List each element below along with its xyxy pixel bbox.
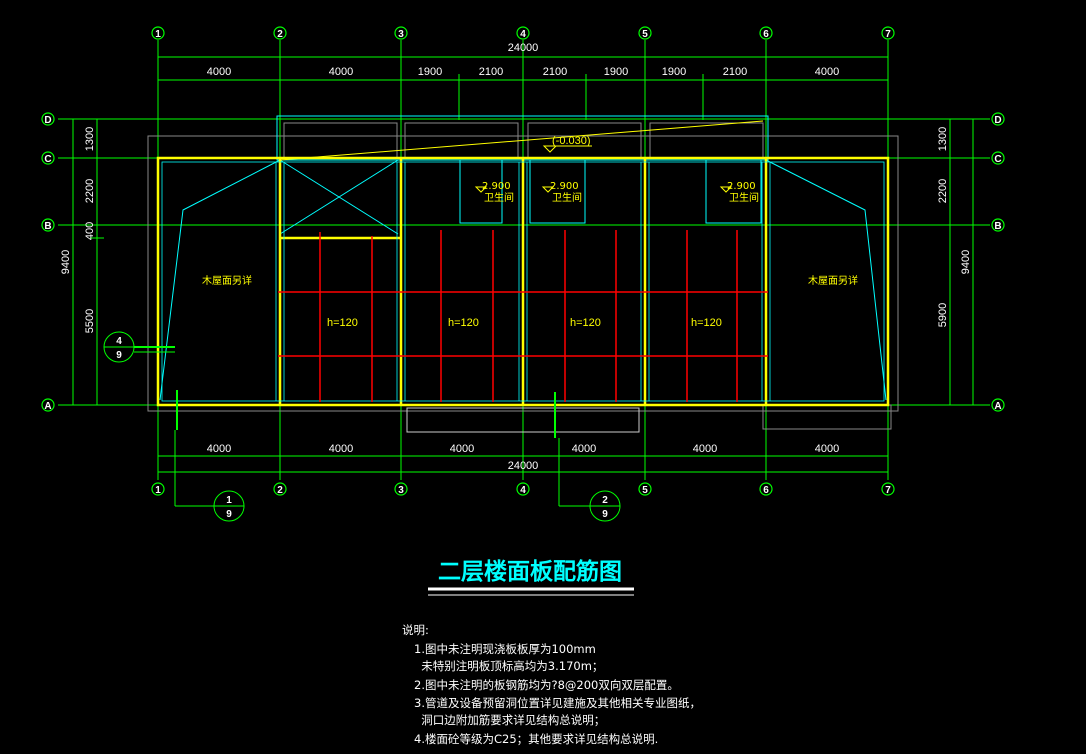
axis-label-left-C: C bbox=[44, 154, 51, 165]
top-dim-6: 1900 bbox=[604, 66, 628, 78]
right-dim-3: 5900 bbox=[937, 303, 949, 327]
left-dim-3: 400 bbox=[84, 222, 96, 240]
bathroom-elev-markers bbox=[474, 186, 733, 193]
axis-label-right-A: A bbox=[994, 401, 1001, 412]
axis-label-left-A: A bbox=[44, 401, 51, 412]
top-dim-3: 1900 bbox=[418, 66, 442, 78]
left-dim-2: 2200 bbox=[84, 179, 96, 203]
slope-line bbox=[279, 120, 764, 161]
axis-label-left-B: B bbox=[44, 221, 51, 232]
top-dim-5: 2100 bbox=[543, 66, 567, 78]
axis-label-right-B: B bbox=[994, 221, 1001, 232]
detail-3-number: 2 bbox=[602, 495, 608, 506]
note-line-2: 未特别注明板顶标高均为3.170m； bbox=[414, 659, 603, 673]
axis-label-bottom-7: 7 bbox=[885, 485, 891, 496]
notes-heading: 说明: bbox=[402, 623, 429, 637]
detail-1-sheet: 9 bbox=[116, 350, 122, 361]
bottom-dim-4: 4000 bbox=[572, 443, 596, 455]
bathroom-3-label: 卫生间 bbox=[729, 191, 759, 204]
slab-thickness-label-4: h=120 bbox=[691, 317, 722, 329]
axis-label-top-2: 2 bbox=[277, 29, 283, 40]
right-dim-1: 1300 bbox=[937, 127, 949, 151]
detail-1-number: 4 bbox=[116, 336, 122, 347]
note-line-3: 2.图中未注明的板钢筋均为?8@200双向双层配置。 bbox=[414, 678, 679, 692]
axis-label-bottom-1: 1 bbox=[155, 485, 161, 496]
walls bbox=[156, 156, 890, 407]
rebar-lines bbox=[278, 230, 768, 402]
top-total-dimension: 24000 bbox=[508, 42, 539, 54]
axis-label-top-7: 7 bbox=[885, 29, 891, 40]
axis-bubbles bbox=[41, 26, 1005, 496]
note-line-6: 4.楼面砼等级为C25；其他要求详见结构总说明. bbox=[414, 732, 658, 746]
roof-note-right: 木屋面另详 bbox=[808, 274, 858, 287]
axis-label-bottom-3: 3 bbox=[398, 485, 404, 496]
axis-label-bottom-2: 2 bbox=[277, 485, 283, 496]
axis-label-right-D: D bbox=[994, 115, 1001, 126]
slab-thickness-label-1: h=120 bbox=[327, 317, 358, 329]
axis-label-bottom-5: 5 bbox=[642, 485, 648, 496]
bottom-total-dimension: 24000 bbox=[508, 460, 539, 472]
axis-label-top-4: 4 bbox=[520, 29, 526, 40]
axis-label-top-1: 1 bbox=[155, 29, 161, 40]
axis-label-right-C: C bbox=[994, 154, 1001, 165]
left-dim-4: 5500 bbox=[84, 309, 96, 333]
slab-thickness-label-2: h=120 bbox=[448, 317, 479, 329]
top-dim-1: 4000 bbox=[207, 66, 231, 78]
left-total-dimension: 9400 bbox=[60, 250, 72, 274]
bathroom-2-label: 卫生间 bbox=[552, 191, 582, 204]
axis-label-top-5: 5 bbox=[642, 29, 648, 40]
bathroom-3-elevation: 2.900 bbox=[727, 181, 756, 192]
axis-label-bottom-4: 4 bbox=[520, 485, 526, 496]
axis-label-top-3: 3 bbox=[398, 29, 404, 40]
top-dim-9: 4000 bbox=[815, 66, 839, 78]
axis-label-top-6: 6 bbox=[763, 29, 769, 40]
bottom-dim-6: 4000 bbox=[815, 443, 839, 455]
detail-3-sheet: 9 bbox=[602, 509, 608, 520]
left-dim-1: 1300 bbox=[84, 127, 96, 151]
slab-thickness-label-3: h=120 bbox=[570, 317, 601, 329]
detail-2-sheet: 9 bbox=[226, 509, 232, 520]
wall-inner-lines bbox=[161, 161, 885, 402]
detail-callouts bbox=[103, 331, 621, 522]
top-dim-7: 1900 bbox=[662, 66, 686, 78]
axis-label-bottom-6: 6 bbox=[763, 485, 769, 496]
bottom-dim-1: 4000 bbox=[207, 443, 231, 455]
right-total-dimension: 9400 bbox=[960, 250, 972, 274]
bottom-dimension-lines bbox=[158, 455, 888, 473]
top-dim-8: 2100 bbox=[723, 66, 747, 78]
note-line-1: 1.图中未注明现浇板板厚为100mm bbox=[414, 642, 596, 656]
right-dim-2: 2200 bbox=[937, 179, 949, 203]
side-dimension-lines bbox=[72, 118, 974, 405]
roof-note-left: 木屋面另详 bbox=[202, 274, 252, 287]
drawing-title: 二层楼面板配筋图 bbox=[438, 558, 622, 585]
top-dim-2: 4000 bbox=[329, 66, 353, 78]
bathroom-1-elevation: 2.900 bbox=[482, 181, 511, 192]
note-line-4: 3.管道及设备预留洞位置详见建施及其他相关专业图纸， bbox=[414, 696, 701, 710]
bottom-dim-2: 4000 bbox=[329, 443, 353, 455]
axis-label-left-D: D bbox=[44, 115, 51, 126]
building-outline bbox=[147, 115, 899, 433]
top-dimension-lines bbox=[157, 50, 889, 120]
bathroom-2-elevation: 2.900 bbox=[550, 181, 579, 192]
bottom-dim-3: 4000 bbox=[450, 443, 474, 455]
bathroom-1-label: 卫生间 bbox=[484, 191, 514, 204]
top-dim-4: 2100 bbox=[479, 66, 503, 78]
detail-2-number: 1 bbox=[226, 495, 232, 506]
note-line-5: 洞口边附加筋要求详见结构总说明； bbox=[414, 713, 605, 727]
elevation-label: (-0.030) bbox=[552, 135, 591, 147]
bottom-dim-5: 4000 bbox=[693, 443, 717, 455]
